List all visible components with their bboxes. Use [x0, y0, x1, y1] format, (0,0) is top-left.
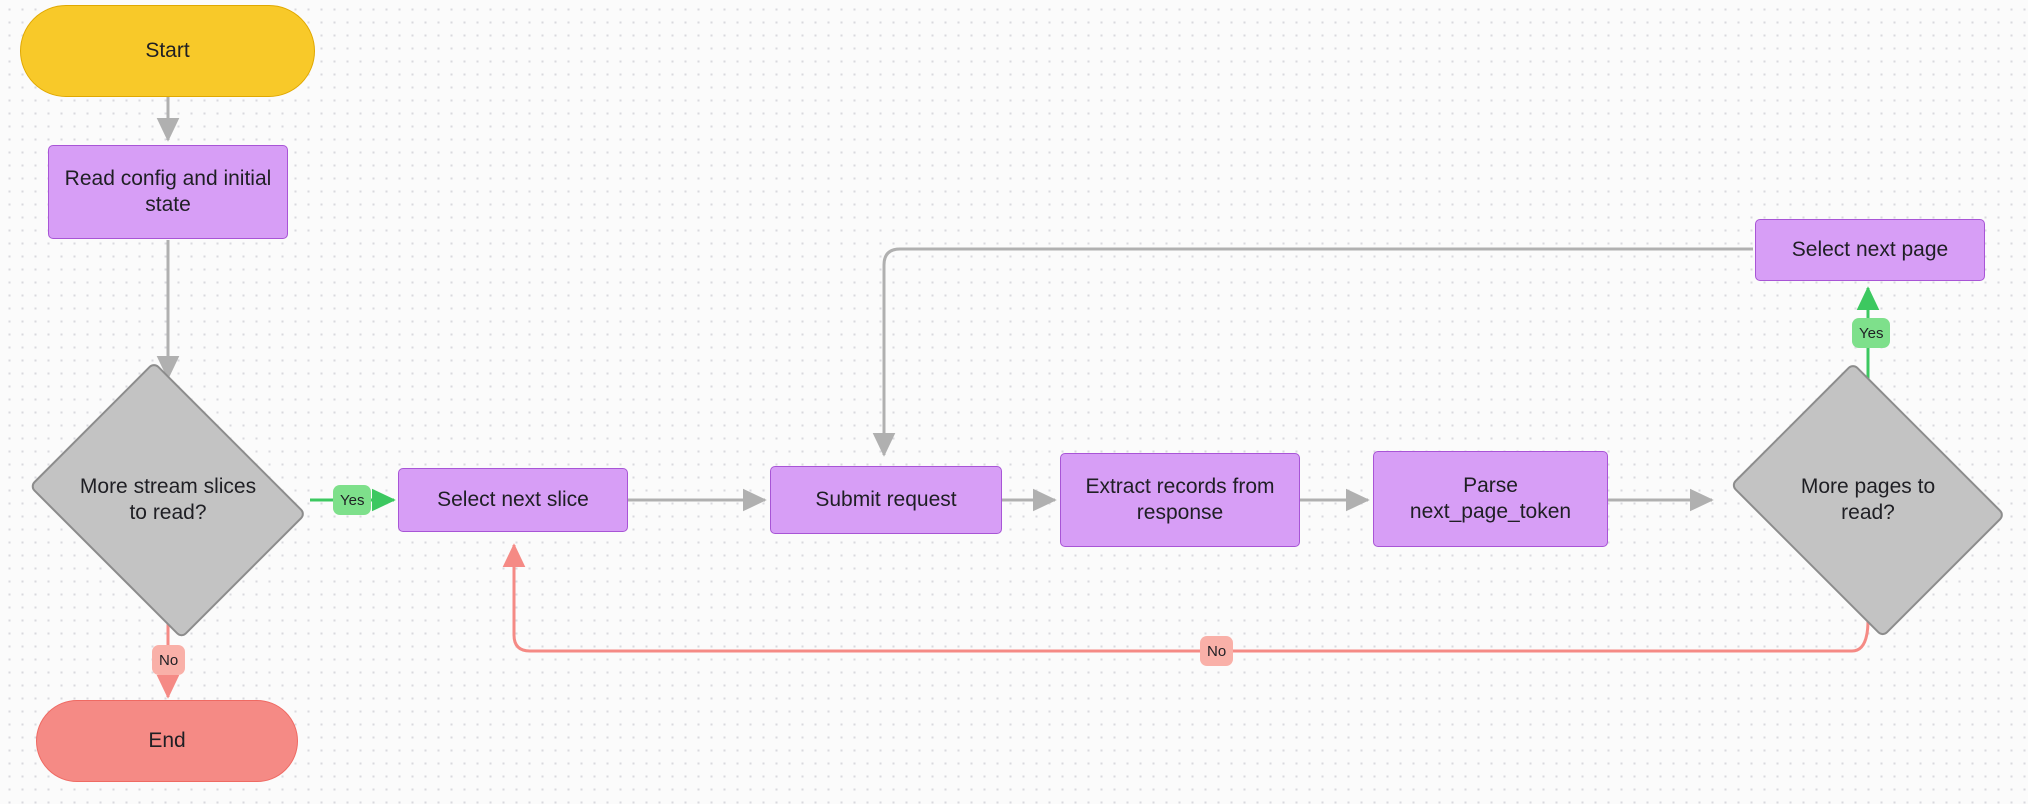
edge-label-text: Yes — [1859, 324, 1884, 342]
node-more-stream-slices[interactable]: More stream slices to read? — [18, 361, 318, 639]
node-parse-next-page-token-label: Parse next_page_token — [1409, 473, 1572, 523]
node-submit-request[interactable]: Submit request — [770, 466, 1002, 534]
node-extract-records[interactable]: Extract records from response — [1060, 453, 1300, 547]
node-read-config-label: Read config and initial state — [64, 166, 272, 216]
node-select-next-page[interactable]: Select next page — [1755, 219, 1985, 281]
edge-label-text: Yes — [340, 491, 365, 509]
node-more-pages-label: More pages to read? — [1800, 474, 1936, 524]
edge-select-page-to-submit — [872, 247, 1753, 457]
node-read-config[interactable]: Read config and initial state — [48, 145, 288, 239]
edge-label-more-pages-no: No — [1200, 636, 1234, 666]
edge-label-more-slices-yes: Yes — [333, 485, 372, 515]
edge-more-pages-no — [502, 543, 1870, 653]
node-more-stream-slices-label: More stream slices to read? — [79, 474, 257, 524]
node-select-next-slice[interactable]: Select next slice — [398, 468, 628, 532]
edge-label-text: No — [1207, 642, 1227, 660]
edge-label-more-slices-no: No — [152, 645, 186, 675]
node-submit-request-label: Submit request — [815, 487, 957, 511]
node-extract-records-label: Extract records from response — [1085, 474, 1275, 524]
node-start-label: Start — [145, 38, 190, 62]
node-end-label: End — [148, 728, 186, 752]
node-end[interactable]: End — [36, 700, 298, 782]
node-select-next-page-label: Select next page — [1791, 237, 1949, 261]
edge-label-text: No — [159, 651, 179, 669]
node-parse-next-page-token[interactable]: Parse next_page_token — [1373, 451, 1608, 547]
edge-label-more-pages-yes: Yes — [1852, 318, 1891, 348]
node-start[interactable]: Start — [20, 5, 315, 97]
node-more-pages[interactable]: More pages to read? — [1718, 362, 2018, 638]
node-select-next-slice-label: Select next slice — [437, 487, 589, 511]
